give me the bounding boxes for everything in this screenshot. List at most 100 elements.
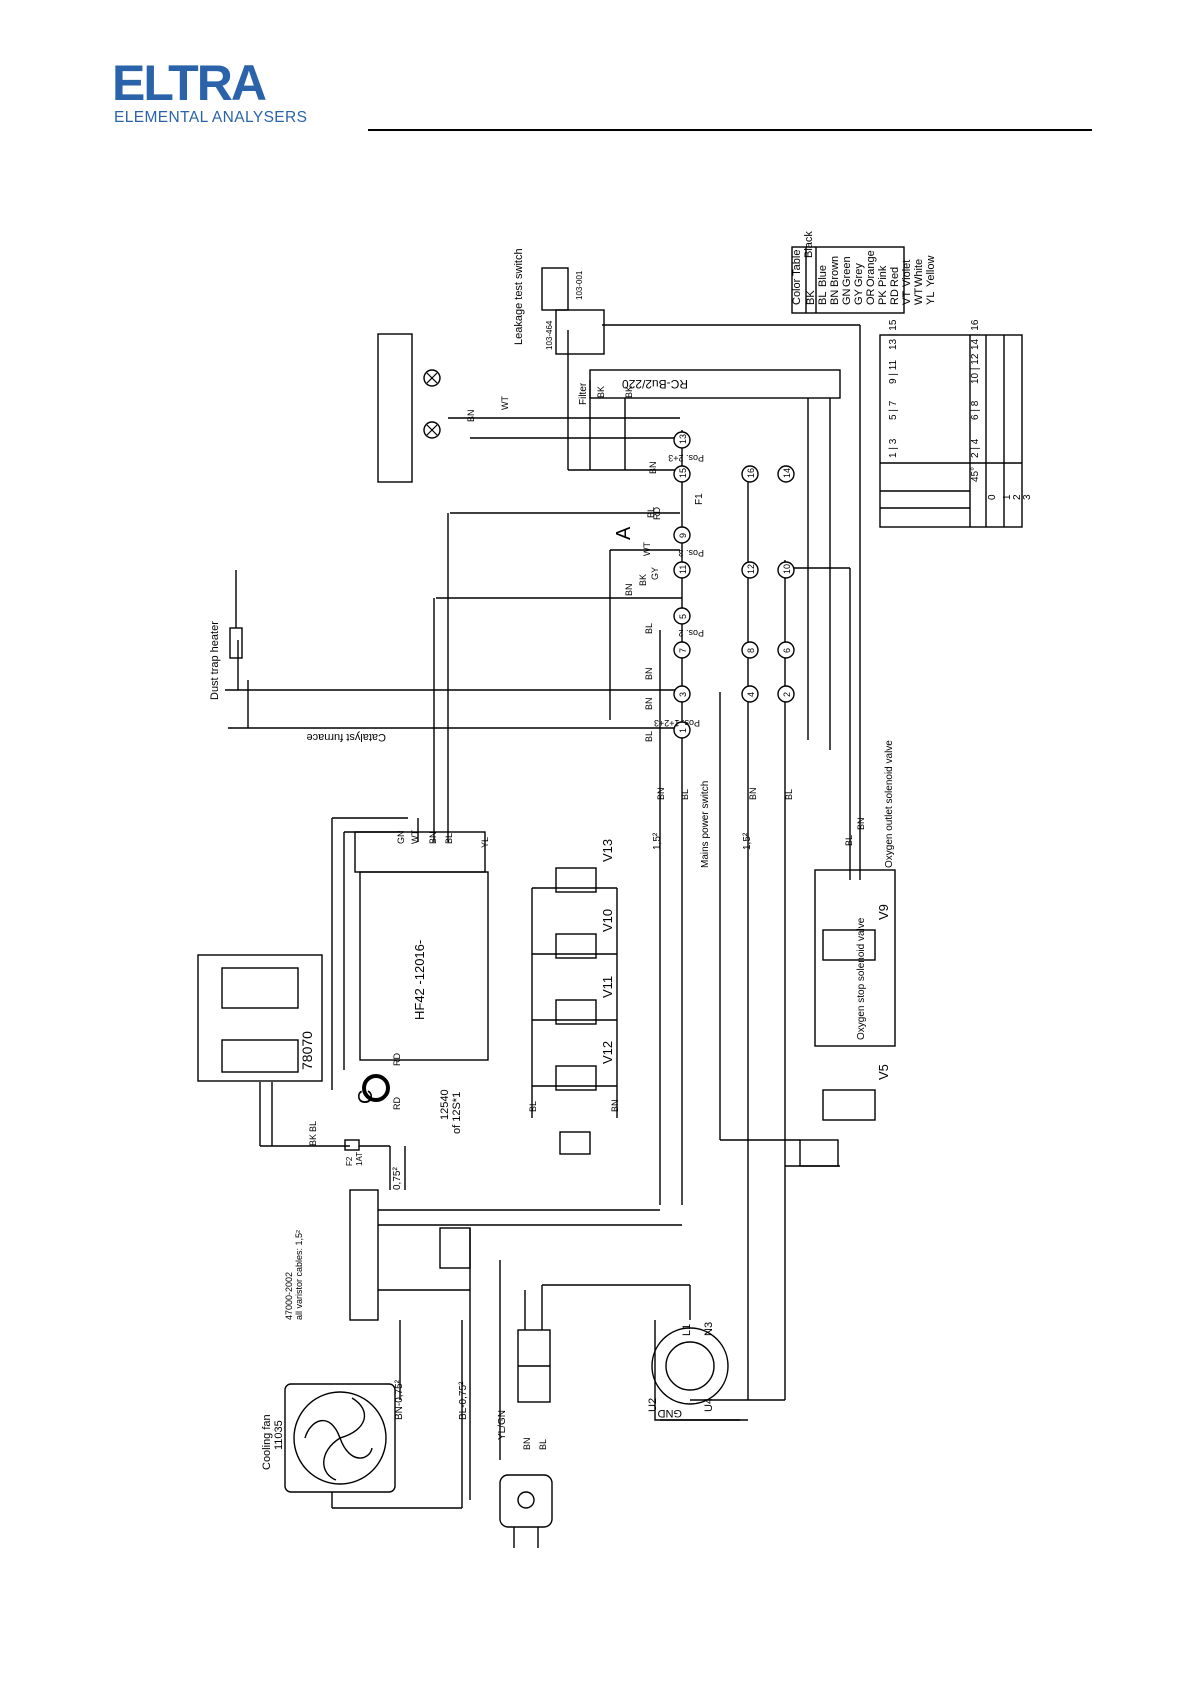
- cross-section-label: 1,5²: [652, 832, 663, 850]
- wire-code: BN: [522, 1437, 532, 1450]
- wire-code: BN: [624, 583, 634, 596]
- color-name: Black: [803, 231, 815, 258]
- logo-tagline: ELEMENTAL ANALYSERS: [114, 109, 308, 126]
- switch-pos-label: Pos. 2+3: [668, 453, 704, 463]
- wire-code: BN: [610, 1099, 620, 1112]
- cooling-fan-label: Cooling fan: [261, 1414, 273, 1470]
- wire-code: WT: [642, 542, 652, 556]
- terminal-number: 15: [678, 468, 688, 478]
- color-name: Blue: [817, 265, 829, 287]
- fan-wire-label: BN-0,75²: [394, 1379, 405, 1420]
- part-label: 103-001: [575, 270, 584, 300]
- valve-label: V12: [600, 1041, 615, 1064]
- transformer: [197, 954, 323, 1082]
- terminal-number: 4: [746, 692, 756, 697]
- terminal-number: 6: [782, 648, 792, 653]
- terminal-group: [423, 369, 795, 739]
- wire-code: RD: [652, 507, 662, 520]
- wire-code: BL: [784, 789, 794, 800]
- switch-header: 5 | 7: [888, 400, 899, 420]
- cooling-fan: [284, 1383, 396, 1493]
- transformer-label: 78070: [299, 1031, 315, 1070]
- wire-code: GN: [396, 831, 406, 845]
- varistor-strip: [349, 1189, 379, 1321]
- color-code: YL: [925, 292, 937, 305]
- wire-code: BN: [644, 667, 654, 680]
- eltra-logo: ELTRA ELEMENTAL ANALYSERS: [112, 58, 322, 128]
- terminal-15: [673, 465, 691, 483]
- color-code: PK: [877, 290, 889, 305]
- terminal-1: [673, 721, 691, 739]
- terminal-number: 12: [746, 564, 756, 574]
- color-name: Pink: [877, 265, 889, 287]
- color-table-frame: [791, 246, 905, 314]
- terminal-number: 5: [678, 614, 688, 619]
- switch-pos-label: Pos. 2: [678, 628, 704, 638]
- fuse-f2-label: F2: [345, 1156, 354, 1166]
- varistor-label: 47000-2002: [284, 1272, 294, 1320]
- cross-section-label: 0,75²: [392, 1167, 403, 1190]
- switch-position: 3: [1022, 494, 1033, 500]
- terminal-12: [741, 561, 759, 579]
- switch-table-frame: [879, 334, 1023, 528]
- valve-label: V5: [876, 1064, 891, 1080]
- fan-wire-label: BL-0,75²: [458, 1381, 469, 1420]
- switch-angle: 45°: [970, 467, 981, 482]
- color-code: RD: [889, 289, 901, 305]
- wire-code: WT: [500, 396, 510, 410]
- wire-code: BL: [680, 789, 690, 800]
- terminal-2: [777, 685, 795, 703]
- fuse-label: F1: [694, 493, 705, 505]
- catalyst-label: Catalyst furnace: [307, 731, 386, 743]
- terminal-number: 16: [746, 468, 756, 478]
- wire-code: BK: [596, 386, 606, 398]
- color-name: Red: [889, 267, 901, 287]
- wire-code: BL: [444, 833, 454, 844]
- wire-code: RD: [392, 1053, 402, 1066]
- terminal-3: [673, 685, 691, 703]
- switch-header: 13 | 15: [888, 319, 899, 350]
- hf-board-label: HF42 -12016-: [412, 940, 427, 1020]
- varistor-note: all varistor cables: 1,5²: [294, 1230, 304, 1320]
- terminal-number: 1: [678, 728, 688, 733]
- wire-code: YL: [480, 837, 490, 848]
- wire-code: BL: [528, 1101, 538, 1112]
- color-code: OR: [865, 288, 877, 305]
- switch-header: 14 | 16: [970, 319, 981, 350]
- oxygen-valve-box: [814, 869, 896, 1047]
- terminal-number: 10: [782, 564, 792, 574]
- header-rule: [368, 129, 1092, 131]
- valve-label: V11: [600, 976, 615, 998]
- switch-position: 1: [1002, 494, 1013, 500]
- switch-position: 2: [1012, 494, 1023, 500]
- fan-part-label: 11035: [273, 1420, 285, 1450]
- switch-position: 0: [987, 494, 998, 500]
- color-name: White: [913, 259, 925, 287]
- color-code: VT: [901, 291, 913, 305]
- socket-pin: U4: [703, 1398, 715, 1412]
- wire-code: BN: [644, 697, 654, 710]
- terminal-number: 9: [678, 533, 688, 538]
- terminal-8: [741, 641, 759, 659]
- wire-code: GY: [650, 567, 660, 580]
- color-code: BK: [805, 290, 817, 305]
- logo-wordmark: ELTRA: [112, 55, 267, 111]
- wire-code: BK: [308, 1134, 318, 1146]
- terminal-10: [777, 561, 795, 579]
- wire-code: WT: [410, 830, 420, 844]
- socket-pin: L1: [681, 1324, 693, 1336]
- part-label: 103-464: [545, 320, 554, 350]
- ferrite-mark-a: A: [613, 526, 635, 540]
- color-table-title: Color Table: [791, 250, 803, 305]
- terminal-9: [673, 526, 691, 544]
- wire-code: BN: [648, 461, 658, 474]
- color-code: GN: [841, 288, 853, 305]
- plug-wire-label: YL/GN: [497, 1410, 508, 1440]
- color-name: Grey: [853, 263, 865, 287]
- module-box: [377, 333, 413, 483]
- wire-code: BL: [644, 623, 654, 634]
- switch-pos-label: Pos. 1+2+3: [654, 718, 700, 728]
- color-name: Green: [841, 256, 853, 287]
- terminal-number: 7: [678, 648, 688, 653]
